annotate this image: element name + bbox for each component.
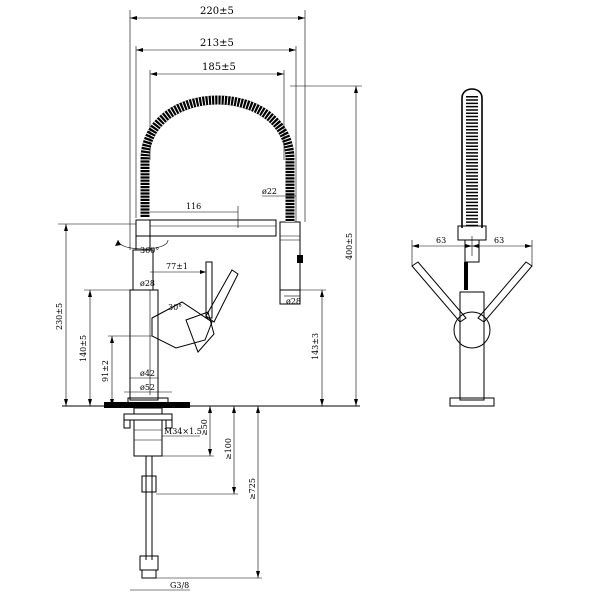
dim-body-diameter: ø28 [140,279,155,288]
shank-nut [133,407,163,415]
dim-handle-height: 140±5 [79,335,88,362]
dim-handle-angle: 30° [168,303,182,312]
front-view: 220±5 213±5 185±5 ø22 116 360° 77±1 ø28 … [55,6,362,591]
spout-arm [135,219,277,237]
dim-side-left: 63 [436,236,446,245]
dim-overall-width: 220±5 [200,6,234,17]
mounting-plate [104,402,190,408]
side-hose [461,88,483,228]
dim-base-height: 91±2 [101,360,110,382]
hose-connector [139,555,159,571]
dim-total-height: 400±5 [345,233,354,260]
side-view: 63 63 [411,88,533,407]
side-knob [453,311,491,349]
dim-base-diameter-a: ø42 [140,369,155,378]
handle-cap [185,311,215,353]
body-lower [129,289,159,401]
spiral-hose [140,95,295,222]
dim-shank-b: ≥100 [224,438,233,460]
handle-lever [205,269,239,323]
threaded-shank [133,419,163,457]
dim-spout-height: 230±5 [55,303,64,330]
dim-head-height: 143±3 [311,333,320,360]
dim-hose-inner-width: 185±5 [202,62,236,73]
dim-hose-length: ≥725 [248,478,257,500]
dim-rotation: 360° [140,246,159,255]
side-lever-right [477,261,533,323]
dim-connection: G3/8 [170,581,189,590]
spray-head-tip [279,289,301,305]
dim-head-diameter: ø28 [286,297,301,306]
spray-button [297,255,303,263]
dim-hose-diameter: ø22 [262,187,277,196]
handle-stem [205,261,213,319]
side-body [459,291,485,401]
dim-hose-outer-width: 213±5 [200,38,234,49]
dim-thread: M34×1.5 [164,427,202,436]
dim-spout-length: 116 [186,202,201,211]
dim-side-right: 63 [494,236,504,245]
dim-base-diameter-b: ø52 [140,383,155,392]
side-lever-left [411,261,467,323]
side-base [449,397,495,407]
dim-handle-offset: 77±1 [166,262,188,271]
dim-shank-a: ≥50 [200,419,209,436]
